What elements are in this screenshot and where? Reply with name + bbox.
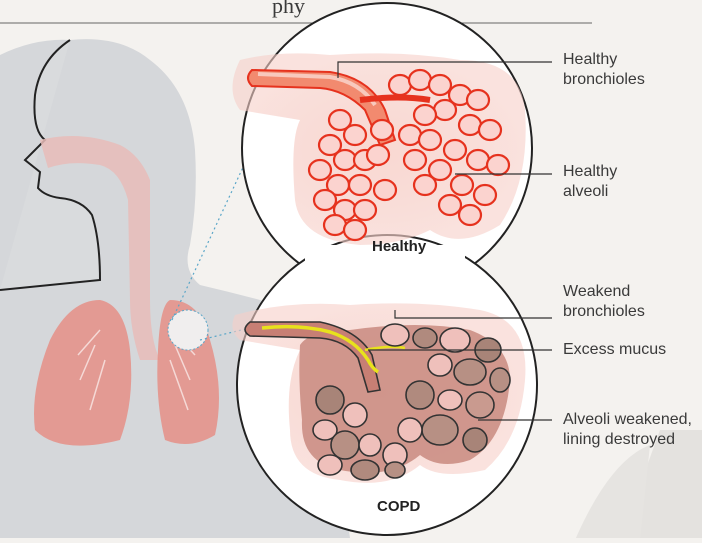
healthy-alveolus [459,205,481,225]
healthy-alveolus [371,120,393,140]
caption-healthy: Healthy [372,238,426,255]
healthy-alveolus [419,130,441,150]
healthy-alveolus [467,150,489,170]
copd-alveolus [422,415,458,445]
healthy-alveolus [309,160,331,180]
copd-alveolus [466,392,494,418]
copd-alveolus [351,460,379,480]
copd-alveolus [428,354,452,376]
label-excess-mucus: Excess mucus [563,340,666,360]
healthy-alveolus [399,125,421,145]
healthy-alveolus [334,150,356,170]
healthy-alveolus [429,75,451,95]
healthy-alveolus [344,220,366,240]
healthy-alveolus [459,115,481,135]
copd-alveolus [490,368,510,392]
healthy-alveolus [451,175,473,195]
copd-alveolus [440,328,470,352]
healthy-alveolus [434,100,456,120]
copd-alveolus [406,381,434,409]
healthy-alveolus [439,195,461,215]
healthy-alveolus [409,70,431,90]
copd-alveolus [463,428,487,452]
watermark-shape-2 [575,445,650,538]
copd-alveolus [318,455,342,475]
magnifier-circle [168,310,208,350]
copd-alveolus [385,462,405,478]
copd-alveolus [438,390,462,410]
caption-copd: COPD [377,498,420,515]
healthy-alveolus [414,105,436,125]
healthy-alveolus [344,125,366,145]
healthy-alveolus [367,145,389,165]
healthy-alveolus [349,175,371,195]
healthy-alveolus [374,180,396,200]
healthy-alveolus [414,175,436,195]
healthy-alveolus [354,200,376,220]
copd-alveolus [316,386,344,414]
healthy-alveolus [404,150,426,170]
healthy-alveolus [479,120,501,140]
healthy-alveolus [467,90,489,110]
healthy-alveolus [487,155,509,175]
healthy-alveolus [314,190,336,210]
header-title: phy [272,0,305,16]
copd-alveolus [381,324,409,346]
healthy-alveolus [444,140,466,160]
healthy-alveolus [324,215,346,235]
copd-alveolus [413,328,437,348]
healthy-alveolus [474,185,496,205]
copd-alveolus [331,431,359,459]
copd-alveolus [343,403,367,427]
copd-alveolus [454,359,486,385]
copd-alveolus [398,418,422,442]
label-alveoli-weakened: Alveoli weakened,lining destroyed [563,410,692,450]
healthy-alveolus [389,75,411,95]
copd-alveolus [359,434,381,456]
